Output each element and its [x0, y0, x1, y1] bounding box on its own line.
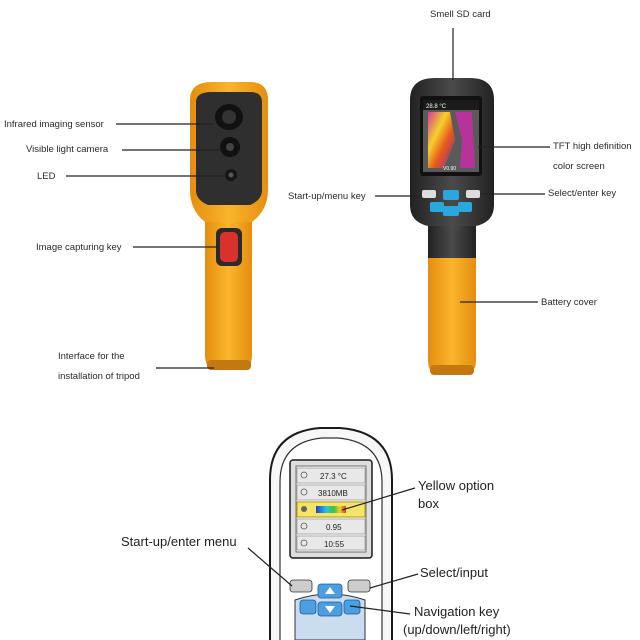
closeup-select-key [348, 580, 370, 592]
menu-temp: 27.3 °C [320, 472, 347, 481]
device-select-key [466, 190, 480, 198]
label-capture-key: Image capturing key [36, 243, 122, 253]
label-led: LED [37, 172, 55, 182]
label-select-input: Select/input [420, 565, 488, 581]
device-menu-key [422, 190, 436, 198]
closeup-menu-key [290, 580, 312, 592]
label-infrared-sensor: Infrared imaging sensor [4, 120, 104, 130]
label-tft-line1: TFT high definition [553, 142, 632, 152]
label-tripod-line1: Interface for the [58, 352, 125, 362]
capture-key [220, 232, 238, 262]
thermal-camera-front [190, 82, 268, 370]
label-nav-key-line1: Navigation key [414, 604, 499, 620]
label-nav-key-line2: (up/down/left/right) [403, 622, 511, 638]
screen-version: V0.90 [443, 166, 456, 172]
label-visible-camera: Visible light camera [26, 145, 108, 155]
menu-emissivity: 0.95 [326, 523, 342, 532]
label-battery-cover: Battery cover [541, 298, 597, 308]
label-sd-card: Smell SD card [430, 10, 491, 20]
label-startup-key: Start-up/menu key [288, 192, 366, 202]
label-tft-line2: color screen [553, 162, 605, 172]
label-tripod-line2: installation of tripod [58, 372, 140, 382]
label-yellow-box-line2: box [418, 496, 439, 512]
label-startup-enter-menu: Start-up/enter menu [121, 534, 237, 550]
menu-time: 10:55 [324, 540, 345, 549]
thermal-camera-back: 28.8 °C V0.90 [410, 78, 494, 375]
menu-storage: 3810MB [318, 489, 348, 498]
screen-temp: 28.8 °C [426, 104, 447, 110]
label-yellow-box-line1: Yellow option [418, 478, 494, 494]
thermal-camera-closeup: 27.3 °C 3810MB 0.95 10:55 [270, 428, 392, 640]
nav-left-key [300, 600, 316, 614]
label-select-key: Select/enter key [548, 189, 616, 199]
